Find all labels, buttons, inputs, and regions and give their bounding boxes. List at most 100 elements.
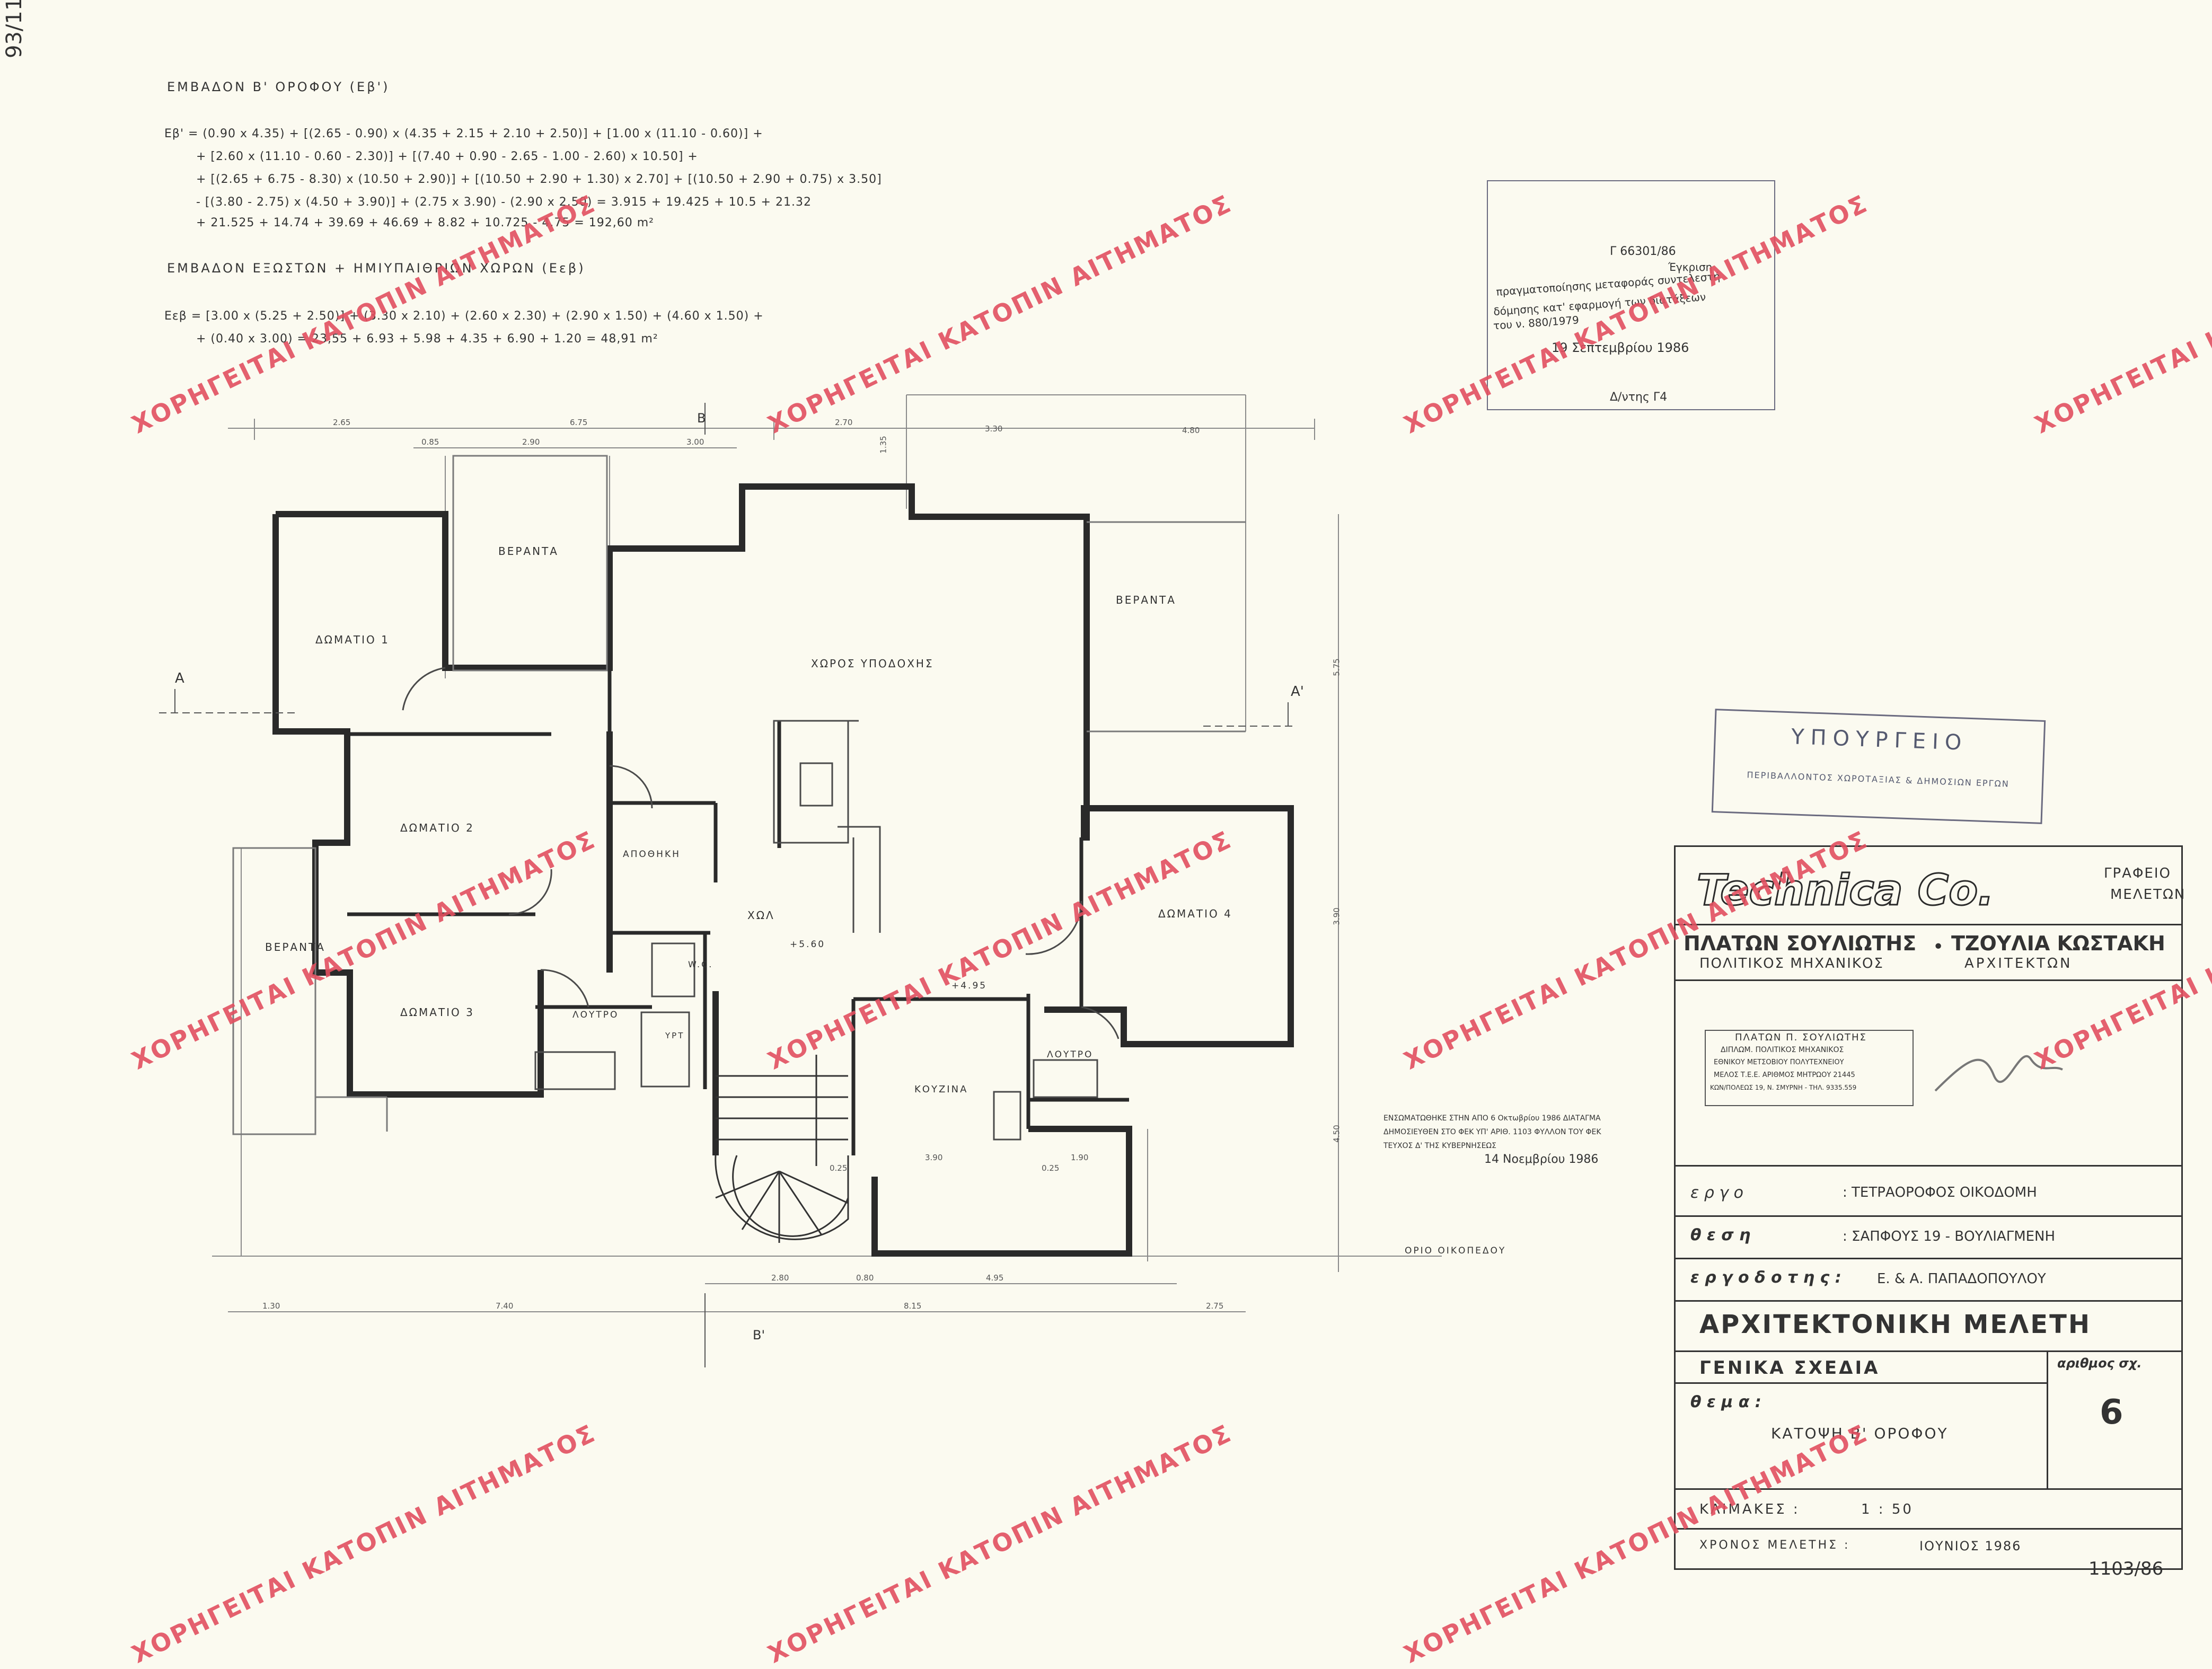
level-hall: +5.60 <box>790 939 826 950</box>
dim-inner-4: 0.25 <box>1042 1163 1060 1173</box>
engineer-signature <box>1934 1055 2063 1092</box>
floor-area-line-4: - [(3.80 - 2.75) x (4.50 + 3.90)] + (2.7… <box>196 196 812 209</box>
permit-stamp-date: 14 Νοεμβρίου 1986 <box>1484 1153 1599 1166</box>
room-label-bedroom-2: ΔΩΜΑΤΙΟ 2 <box>400 822 474 834</box>
room-label-living: ΧΩΡΟΣ ΥΠΟΔΟΧΗΣ <box>811 657 934 670</box>
room-label-hall: ΧΩΛ <box>747 909 775 922</box>
dim-top-3: 2.70 <box>835 418 853 427</box>
project-value: : ΤΕΤΡΑΟΡΟΦΟΣ ΟΙΚΟΔΟΜΗ <box>1843 1185 2037 1200</box>
dim-top-9: 1.35 <box>878 436 888 454</box>
floor-area-line-3: + [(2.65 + 6.75 - 8.30) x (10.50 + 2.90)… <box>196 173 882 186</box>
floor-area-line-5: + 21.525 + 14.74 + 39.69 + 46.69 + 8.82 … <box>196 216 654 229</box>
dim-top-7: 3.30 <box>985 424 1003 434</box>
dim-top-8: 4.80 <box>1182 426 1200 435</box>
dim-top-4: 0.85 <box>421 437 439 447</box>
room-label-boiler: ΥΡΤ <box>665 1031 685 1040</box>
scale-value: 1 : 50 <box>1861 1502 1914 1517</box>
dim-top-1: 2.65 <box>333 418 351 427</box>
dimension-lines <box>212 394 1442 1312</box>
seal-line-2: ΔΙΠΛΩΜ. ΠΟΛΙΤΙΚΟΣ ΜΗΧΑΝΙΚΟΣ <box>1721 1046 1844 1054</box>
dim-bottom-5: 7.40 <box>496 1301 514 1311</box>
study-title: ΑΡΧΙΤΕΚΤΟΝΙΚΗ ΜΕΛΕΤΗ <box>1699 1310 2091 1339</box>
room-label-storage: ΑΠΟΘΗΚΗ <box>623 849 681 860</box>
permit-stamp-line-2: ΔΗΜΟΣΙΕΥΘΕΝ ΣΤΟ ΦΕΚ ΥΠ' ΑΡΙΘ. 1103 ΦΥΛΛΟ… <box>1383 1128 1601 1136</box>
room-label-veranda-left: ΒΕΡΑΝΤΑ <box>265 941 325 953</box>
level-kitchen: +4.95 <box>951 981 988 991</box>
permit-stamp-line-1: ΕΝΣΩΜΑΤΩΘΗΚΕ ΣΤΗΝ ΑΠΟ 6 Οκτωβρίου 1986 Δ… <box>1383 1114 1601 1123</box>
section-mark-a: A <box>175 670 184 686</box>
seal-line-1: ΠΛΑΤΩΝ Π. ΣΟΥΛΙΩΤΗΣ <box>1735 1032 1867 1043</box>
dim-bottom-3: 4.95 <box>986 1273 1004 1283</box>
study-date-label: ΧΡΟΝΟΣ ΜΕΛΕΤΗΣ : <box>1699 1539 1850 1552</box>
floor-area-line-1: Εβ' = (0.90 x 4.35) + [(2.65 - 0.90) x (… <box>164 127 763 140</box>
room-label-kitchen: ΚΟΥΖΙΝΑ <box>914 1084 968 1095</box>
sheet-number: 6 <box>2100 1393 2123 1432</box>
room-label-bedroom-4: ΔΩΜΑΤΙΟ 4 <box>1158 907 1232 920</box>
verandas-outline <box>232 455 1246 1135</box>
site-label: θ ε σ η <box>1690 1226 1751 1244</box>
interior-walls <box>347 549 1129 1155</box>
dim-inner-1: 3.90 <box>925 1153 943 1162</box>
dim-right-3: 4.50 <box>1332 1125 1342 1143</box>
subject-value: ΚΑΤΟΨΗ Β' ΟΡΟΦΟΥ <box>1771 1425 1949 1442</box>
room-label-veranda-right: ΒΕΡΑΝΤΑ <box>1116 594 1176 606</box>
dim-bottom-7: 2.75 <box>1206 1301 1224 1311</box>
outdoor-area-line-1: Εεβ = [3.00 x (5.25 + 2.50)] + (3.30 x 2… <box>164 310 764 323</box>
dim-bottom-1: 2.80 <box>771 1273 789 1283</box>
ministry-stamp-subtitle: ΠΕΡΙΒΑΛΛΟΝΤΟΣ ΧΩΡΟΤΑΞΙΑΣ & ΔΗΜΟΣΙΩΝ ΕΡΓΩ… <box>1747 770 2010 789</box>
seal-line-5: ΚΩΝ/ΠΟΛΕΩΣ 19, Ν. ΣΜΥΡΝΗ - ΤΗΛ. 9335.559 <box>1710 1084 1857 1091</box>
section-mark-a-prime: A' <box>1291 684 1304 700</box>
dim-top-6: 3.00 <box>686 437 704 447</box>
floor-plan-drawing <box>159 394 1442 1367</box>
seal-line-4: ΜΕΛΟΣ Τ.Ε.Ε. ΑΡΙΘΜΟΣ ΜΗΤΡΩΟΥ 21445 <box>1714 1071 1855 1079</box>
sheet-number-label: αριθμος σχ. <box>2057 1356 2142 1371</box>
dim-inner-2: 1.90 <box>1071 1153 1089 1162</box>
office-label-2: ΜΕΛΕΤΩΝ <box>2110 887 2186 903</box>
subject-label: θ ε μ α : <box>1690 1393 1761 1411</box>
partner-separator-dot: • <box>1933 936 1944 958</box>
outdoor-area-line-2: + (0.40 x 3.00) = 23,55 + 6.93 + 5.98 + … <box>196 332 658 346</box>
dim-inner-3: 0.25 <box>830 1163 848 1173</box>
dim-bottom-6: 8.15 <box>904 1301 922 1311</box>
outdoor-area-title: ΕΜΒΑΔΟΝ ΕΞΩΣΤΩΝ + ΗΜΙΥΠΑΙΘΡΙΩΝ ΧΩΡΩΝ (Εε… <box>167 261 586 276</box>
scale-label: ΚΛΙΜΑΚΕΣ : <box>1699 1502 1800 1517</box>
drawing-section: ΓΕΝΙΚΑ ΣΧΕΔΙΑ <box>1699 1357 1880 1379</box>
room-label-bedroom-3: ΔΩΜΑΤΙΟ 3 <box>400 1006 474 1019</box>
approval-stamp-signer: Δ/ντης Γ4 <box>1610 391 1668 404</box>
partner-1-role: ΠΟΛΙΤΙΚΟΣ ΜΗΧΑΝΙΚΟΣ <box>1699 956 1884 972</box>
spiral-staircase <box>715 1055 849 1243</box>
seal-line-3: ΕΘΝΙΚΟΥ ΜΕΤΣΟΒΙΟΥ ΠΟΛΥΤΕΧΝΕΙΟΥ <box>1714 1058 1844 1066</box>
approval-stamp-ref: Γ 66301/86 <box>1610 245 1676 258</box>
dim-right-2: 3.90 <box>1332 907 1342 925</box>
room-label-bedroom-1: ΔΩΜΑΤΙΟ 1 <box>315 633 390 646</box>
study-date-value: ΙΟΥΝΙΟΣ 1986 <box>1919 1539 2022 1553</box>
dim-top-5: 2.90 <box>522 437 540 447</box>
site-value: : ΣΑΠΦΟΥΣ 19 - ΒΟΥΛΙΑΓΜΕΝΗ <box>1843 1229 2056 1244</box>
room-label-bath-right: ΛΟΥΤΡΟ <box>1047 1049 1094 1060</box>
room-label-veranda-top: ΒΕΡΑΝΤΑ <box>498 545 559 558</box>
client-label: ε ρ γ ο δ ο τ η ς : <box>1690 1268 1841 1287</box>
company-logo: Technica Co. <box>1696 865 1995 916</box>
floor-area-line-2: + [2.60 x (11.10 - 0.60 - 2.30)] + [(7.4… <box>196 150 698 163</box>
doors-and-fixtures <box>402 667 1120 1141</box>
section-mark-b-prime: B' <box>753 1328 765 1343</box>
partner-1-name: ΠΛΑΤΩΝ ΣΟΥΛΙΩΤΗΣ <box>1684 932 1917 955</box>
plot-limit-label: ΟΡΙΟ ΟΙΚΟΠΕΔΟΥ <box>1405 1246 1506 1256</box>
room-label-bath-left: ΛΟΥΤΡΟ <box>572 1010 619 1020</box>
dim-top-2: 6.75 <box>570 418 588 427</box>
project-label: ε ρ γ ο <box>1690 1184 1743 1202</box>
partner-2-role: ΑΡΧΙΤΕΚΤΩΝ <box>1964 956 2073 972</box>
office-label: ΓΡΑΦΕΙΟ <box>2104 866 2171 881</box>
floor-area-title: ΕΜΒΑΔΟΝ Β' ΟΡΟΦΟΥ (Εβ') <box>167 80 390 94</box>
permit-stamp-line-3: ΤΕΥΧΟΣ Δ' ΤΗΣ ΚΥΒΕΡΝΗΣΕΩΣ <box>1383 1142 1496 1150</box>
approval-stamp: Γ 66301/86 Έγκριση πραγματοποίησης μεταφ… <box>1487 180 1775 410</box>
approval-stamp-date: 19 Σεπτεμβρίου 1986 <box>1552 340 1689 355</box>
ministry-stamp: ΥΠΟΥΡΓΕΙΟ ΠΕΡΙΒΑΛΛΟΝΤΟΣ ΧΩΡΟΤΑΞΙΑΣ & ΔΗΜ… <box>1711 709 2046 824</box>
section-mark-b: B <box>697 411 706 426</box>
client-value: Ε. & Α. ΠΑΠΑΔΟΠΟΥΛΟΥ <box>1877 1271 2046 1287</box>
dim-bottom-4: 1.30 <box>262 1301 280 1311</box>
section-cuts <box>159 403 1296 1367</box>
approval-stamp-line-1: Έγκριση <box>1668 261 1713 273</box>
title-block: ΓΡΑΦΕΙΟ ΜΕΛΕΤΩΝ Technica Co. ΠΛΑΤΩΝ ΣΟΥΛ… <box>1674 845 2186 1570</box>
